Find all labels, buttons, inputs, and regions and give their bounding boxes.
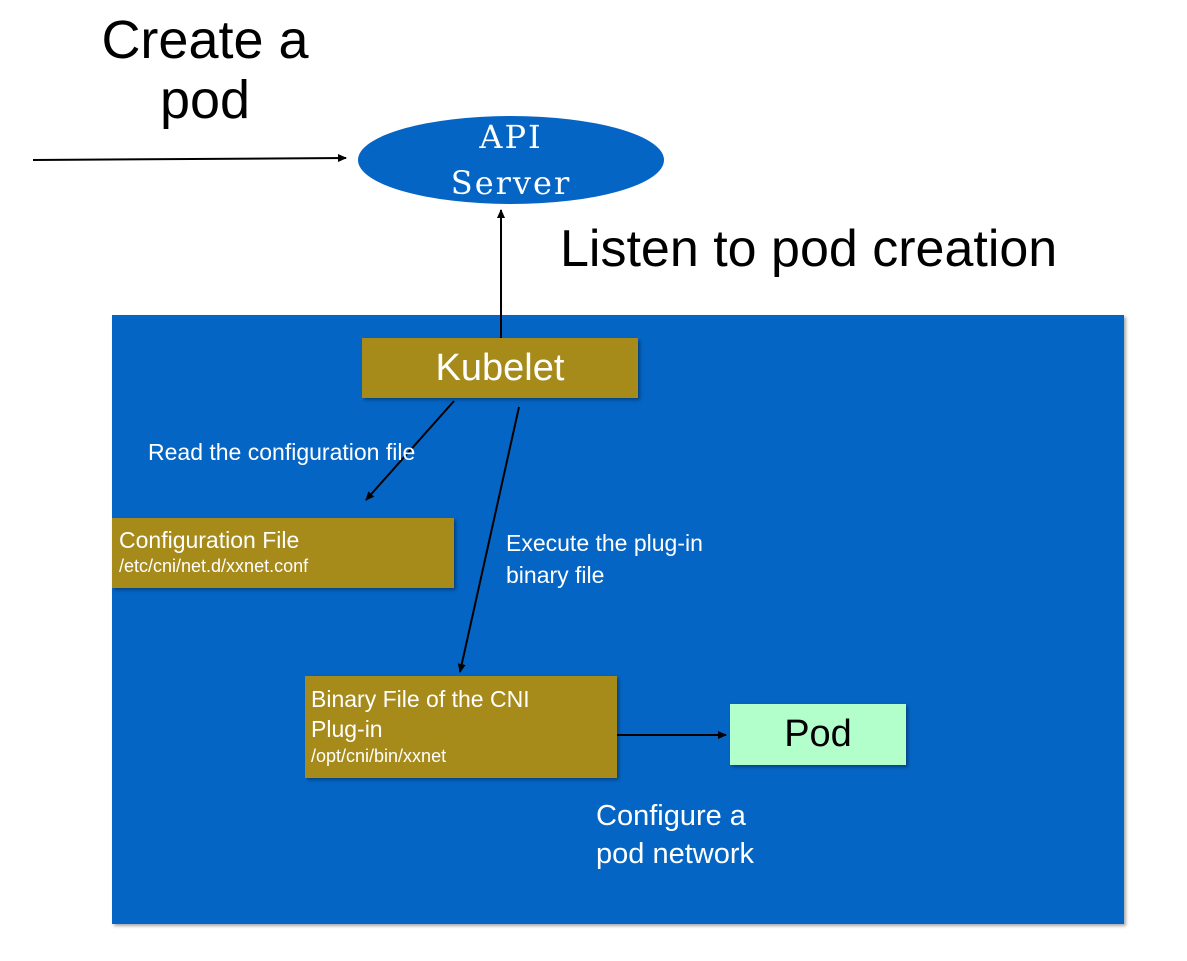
api-server-node[interactable]: API Server	[358, 116, 664, 204]
cni-binary-node[interactable]: Binary File of the CNI Plug-in /opt/cni/…	[305, 676, 617, 778]
create-pod-label: Create a pod	[60, 10, 350, 130]
config-file-title: Configuration File	[119, 527, 300, 553]
listen-label: Listen to pod creation	[560, 220, 1058, 278]
config-file-path: /etc/cni/net.d/xxnet.conf	[119, 556, 309, 576]
node-region	[112, 315, 1124, 924]
pod-label: Pod	[784, 713, 852, 755]
arrow-kubelet-to-config	[365, 400, 455, 501]
pod-node[interactable]: Pod	[730, 704, 906, 765]
edge-label-execute-plugin: Execute the plug-in binary file	[506, 530, 703, 588]
kubelet-node[interactable]: Kubelet	[362, 338, 638, 398]
create-pod-text: Create a pod	[101, 10, 309, 130]
edge-label-configure-network: Configure a pod network	[596, 800, 754, 870]
cni-binary-title: Binary File of the CNI Plug-in	[311, 686, 530, 742]
config-file-node[interactable]: Configuration File /etc/cni/net.d/xxnet.…	[112, 518, 454, 588]
kubelet-label: Kubelet	[435, 346, 565, 389]
arrow-kubelet-to-binary	[457, 406, 520, 673]
edge-label-read-config: Read the configuration file	[148, 439, 416, 465]
arrow-create-to-api	[32, 154, 347, 163]
cni-binary-path: /opt/cni/bin/xxnet	[311, 746, 447, 766]
api-server-label: API Server	[450, 118, 572, 202]
